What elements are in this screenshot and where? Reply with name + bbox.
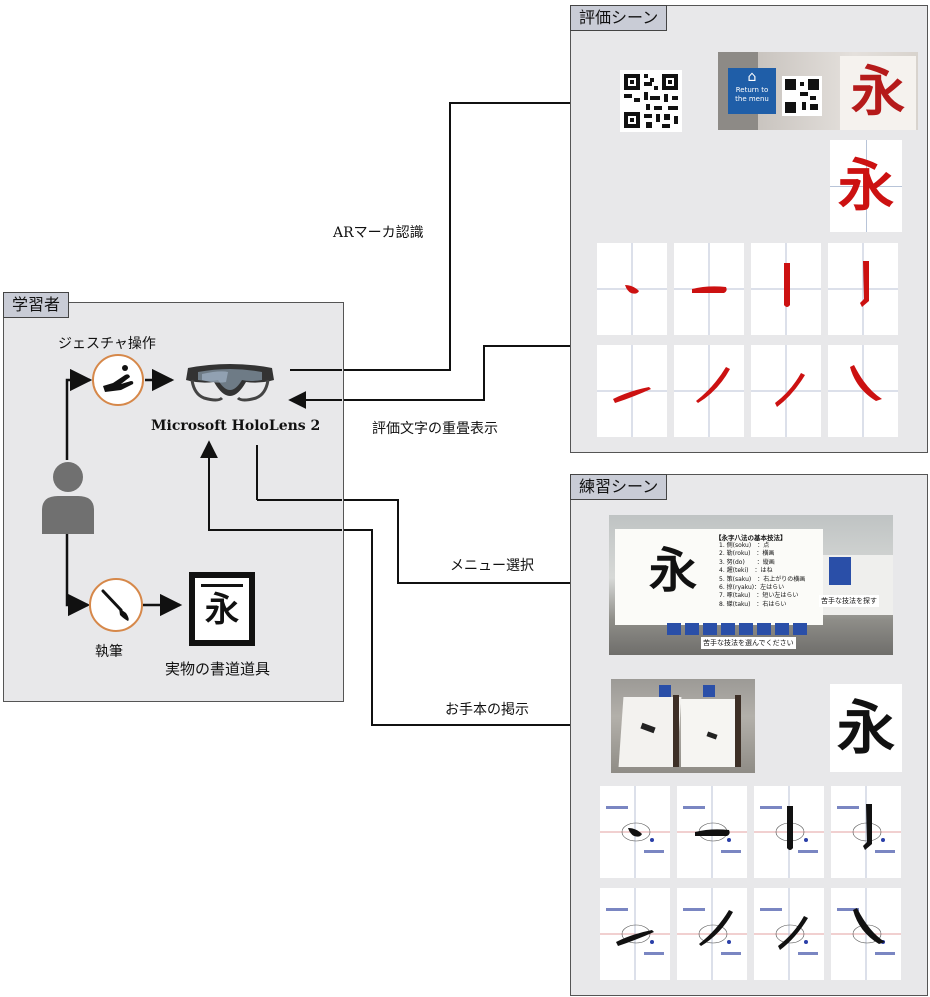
stroke-tile xyxy=(754,786,824,878)
practice-tracing-photo xyxy=(611,679,755,773)
stroke-shape xyxy=(787,806,793,850)
eval-ar-photo: ⌂ Return to the menu 永 xyxy=(718,52,918,130)
technique-button[interactable] xyxy=(739,623,753,635)
stroke-tile xyxy=(674,345,744,437)
menu-note-bottom: 苦手な技法を選んでください xyxy=(701,637,796,649)
technique-button[interactable] xyxy=(721,623,735,635)
eval-scene-title: 評価シーン xyxy=(570,5,668,31)
stroke-shape xyxy=(784,263,790,307)
stroke-shape xyxy=(863,804,872,850)
practice-model-char: 永 xyxy=(836,694,895,762)
technique-button[interactable] xyxy=(757,623,771,635)
stroke-shape xyxy=(696,367,730,403)
menu-board-title: 【永字八法の基本技法】 xyxy=(715,534,787,542)
stroke-shape xyxy=(778,916,808,950)
eval-stroke-grid xyxy=(597,243,903,439)
menu-blue-button[interactable] xyxy=(829,557,851,585)
menu-item[interactable]: 4. 趯(teki) ：はね xyxy=(719,567,773,575)
stroke-shape xyxy=(860,261,869,307)
menu-item[interactable]: 7. 啄(taku) ：短い左はらい xyxy=(719,592,799,600)
stroke-shape xyxy=(695,829,730,836)
tools-label: 実物の書道道具 xyxy=(165,660,271,678)
gesture-label: ジェスチャ操作 xyxy=(58,336,156,352)
stroke-tile xyxy=(597,243,667,335)
stroke-tile xyxy=(754,888,824,980)
stroke-tile xyxy=(600,786,670,878)
stroke-tile xyxy=(677,786,747,878)
writing-label: 執筆 xyxy=(95,644,123,660)
arrow-overlay xyxy=(288,345,586,409)
technique-button[interactable] xyxy=(667,623,681,635)
eval-model-char-tile: 永 xyxy=(830,140,902,232)
technique-button[interactable] xyxy=(793,623,807,635)
menu-item[interactable]: 6. 掠(ryaku)：左はらい xyxy=(719,584,785,592)
menu-item[interactable]: 5. 策(saku) ：右上がりの横画 xyxy=(719,575,806,583)
stroke-shape xyxy=(628,828,642,837)
arrow-ar-marker xyxy=(290,94,610,371)
hand-gesture-icon xyxy=(92,354,144,406)
stroke-tile xyxy=(751,345,821,437)
device-name: Microsoft HoloLens 2 xyxy=(151,418,321,434)
menu-item[interactable]: 1. 側(soku) ：点 xyxy=(719,542,770,549)
practice-model-char-tile: 永 xyxy=(830,684,902,772)
menu-item[interactable]: 8. 磔(taku) ：右はらい xyxy=(719,600,787,608)
stroke-shape xyxy=(616,930,654,946)
stroke-tile xyxy=(828,345,898,437)
stroke-shape xyxy=(853,908,885,944)
stroke-tile xyxy=(677,888,747,980)
menu-item[interactable]: 2. 勒(roku) ：横画 xyxy=(719,550,775,558)
technique-button[interactable] xyxy=(775,623,789,635)
stroke-shape xyxy=(699,910,733,946)
menu-note-right: 苦手な技法を探す xyxy=(819,595,879,607)
qr-code-icon xyxy=(620,70,682,132)
tool-char: 永 xyxy=(205,590,239,630)
learner-panel-title: 学習者 xyxy=(3,292,70,318)
stroke-shape xyxy=(625,285,639,294)
stroke-shape xyxy=(850,365,882,401)
hololens-icon xyxy=(186,364,274,402)
overlay-label: 評価文字の重畳表示 xyxy=(372,421,498,437)
return-menu-button[interactable]: ⌂ Return to the menu xyxy=(728,68,776,114)
stroke-tile xyxy=(600,888,670,980)
practice-scene-title: 練習シーン xyxy=(570,474,668,500)
calligraphy-tools-icon: 永 xyxy=(189,572,255,646)
stroke-tile xyxy=(674,243,744,335)
menu-item[interactable]: 3. 努(do) ：縦画 xyxy=(719,558,775,566)
stroke-tile xyxy=(828,243,898,335)
eval-model-char: 永 xyxy=(838,153,894,219)
ar-marker-label: ARマーカ認識 xyxy=(333,225,424,241)
stroke-shape xyxy=(775,373,805,407)
stroke-tile xyxy=(831,888,901,980)
technique-button[interactable] xyxy=(703,623,717,635)
technique-button[interactable] xyxy=(685,623,699,635)
practice-stroke-grid xyxy=(600,786,905,984)
stroke-tile xyxy=(831,786,901,878)
stroke-tile xyxy=(597,345,667,437)
menu-select-label: メニュー選択 xyxy=(450,558,534,574)
brush-icon xyxy=(89,578,143,632)
stroke-shape xyxy=(692,286,727,293)
person-icon xyxy=(42,462,94,534)
model-display-label: お手本の掲示 xyxy=(445,702,529,718)
stroke-tile xyxy=(751,243,821,335)
menu-board-char: 永 xyxy=(648,543,697,599)
stroke-shape xyxy=(613,387,651,403)
